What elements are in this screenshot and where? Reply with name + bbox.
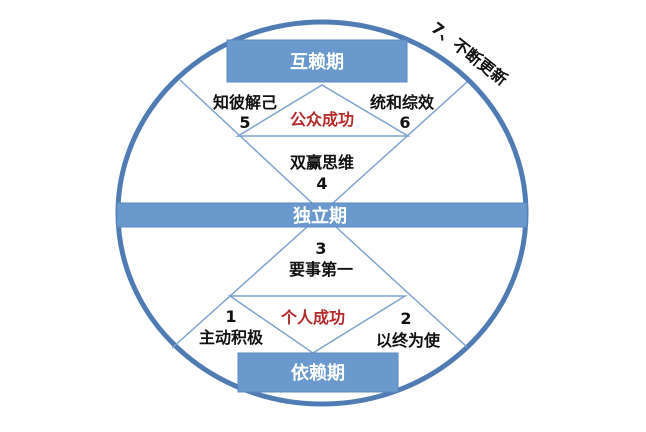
dependence-label: 依赖期 bbox=[291, 362, 345, 384]
habit-6-label: 统和综效 bbox=[370, 93, 434, 112]
dependence-box bbox=[237, 352, 399, 393]
private-success: 个人成功 bbox=[280, 308, 345, 327]
interdependence-box bbox=[226, 39, 408, 83]
lower-lines bbox=[171, 226, 468, 354]
upper-lines bbox=[179, 79, 468, 204]
independence-label: 独立期 bbox=[293, 205, 347, 227]
habit-4-label: 双赢思维 bbox=[290, 153, 354, 172]
habit-2-label: 以终为使 bbox=[376, 331, 441, 350]
habit-2-num: 2 bbox=[400, 309, 411, 328]
habit-3-label: 要事第一 bbox=[289, 260, 353, 279]
public-success: 公众成功 bbox=[290, 110, 354, 129]
independence-bar bbox=[116, 202, 528, 228]
interdependence-label: 互赖期 bbox=[290, 51, 344, 73]
habit-6-num: 6 bbox=[399, 113, 410, 132]
habit-5-num: 5 bbox=[239, 113, 250, 132]
habit-3-num: 3 bbox=[315, 239, 326, 258]
habit-5-label: 知彼解己 bbox=[213, 93, 277, 112]
habit-1-label: 主动积极 bbox=[199, 328, 264, 347]
habit-4-num: 4 bbox=[316, 174, 327, 193]
habit-1-num: 1 bbox=[225, 307, 236, 326]
